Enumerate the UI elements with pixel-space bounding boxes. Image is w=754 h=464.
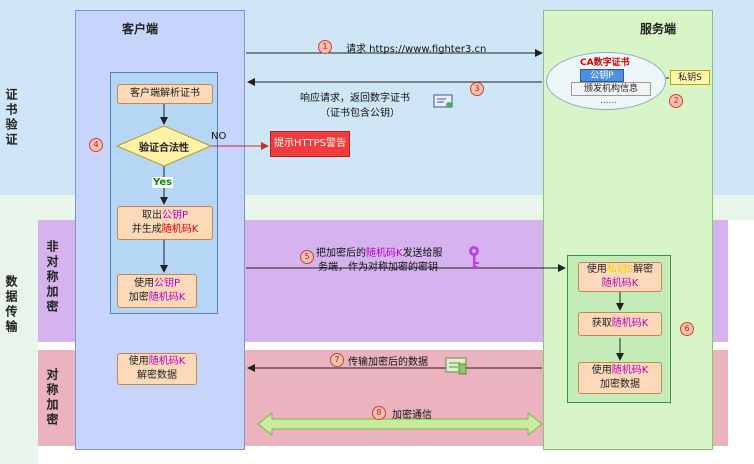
yes-label: Yes xyxy=(152,177,174,188)
side-label-cert: 证书验证 xyxy=(4,88,18,148)
step-marker-2: 2 xyxy=(669,94,683,108)
ca-public-key: 公钥P xyxy=(580,69,624,82)
msg-request: 请求 https://www.fighter3.cn xyxy=(346,44,487,55)
msg-send-key-line2: 务端，作为对称加密的密钥 xyxy=(318,262,438,273)
decrypt-key-box: 使用私钥S解密 随机码K xyxy=(578,262,662,292)
validate-diamond: 验证合法性 xyxy=(117,126,211,166)
msg-response-line2: （证书包含公钥） xyxy=(320,108,400,119)
parse-certificate-box: 客户端解析证书 xyxy=(117,84,213,104)
validate-diamond-shape xyxy=(115,125,213,167)
data-transfer-side-band xyxy=(0,220,38,464)
server-title: 服务端 xyxy=(640,22,677,36)
step-marker-1: 1 xyxy=(318,40,332,54)
ca-title: CA数字证书 xyxy=(580,58,630,68)
msg-response-line1: 响应请求，返回数字证书 xyxy=(300,93,410,104)
encrypt-key-box: 使用公钥P 加密随机码K xyxy=(117,274,197,308)
encrypt-data-box: 使用随机码K 加密数据 xyxy=(578,362,662,394)
step-marker-7: 7 xyxy=(330,353,344,367)
ca-issuer-info: 颁发机构信息 xyxy=(571,82,651,96)
take-public-key-box: 取出公钥P 并生成随机码K xyxy=(117,206,213,240)
client-title: 客户端 xyxy=(122,22,159,36)
ca-ellipsis: ...... xyxy=(600,96,618,106)
decrypt-data-box: 使用随机码K 解密数据 xyxy=(117,353,197,385)
certificate-icon xyxy=(433,94,453,108)
msg-send-key-line1: 把加密后的随机码K发送给服 xyxy=(316,248,443,259)
step-marker-5: 5 xyxy=(300,250,314,264)
side-label-symmetric: 对称加密 xyxy=(45,368,59,428)
validate-label: 验证合法性 xyxy=(139,142,189,154)
msg-encrypted-data: 传输加密后的数据 xyxy=(348,357,428,368)
step-marker-8: 8 xyxy=(372,406,386,420)
get-key-box: 获取随机码K xyxy=(578,312,662,336)
double-arrow-encrypted-comm xyxy=(257,411,543,437)
step-marker-4: 4 xyxy=(89,138,103,152)
side-label-data-transfer: 数据传输 xyxy=(4,275,18,335)
step-marker-3: 3 xyxy=(470,82,484,96)
step-marker-6: 6 xyxy=(680,322,694,336)
no-label: NO xyxy=(211,131,227,142)
msg-encrypted-comm: 加密通信 xyxy=(392,410,432,421)
side-label-asymmetric: 非对称加密 xyxy=(45,240,59,315)
https-warning-box: 提示HTTPS警告 xyxy=(270,131,350,157)
private-key-box: 私钥S xyxy=(670,70,710,85)
key-icon xyxy=(469,246,479,269)
document-icon xyxy=(445,357,467,375)
